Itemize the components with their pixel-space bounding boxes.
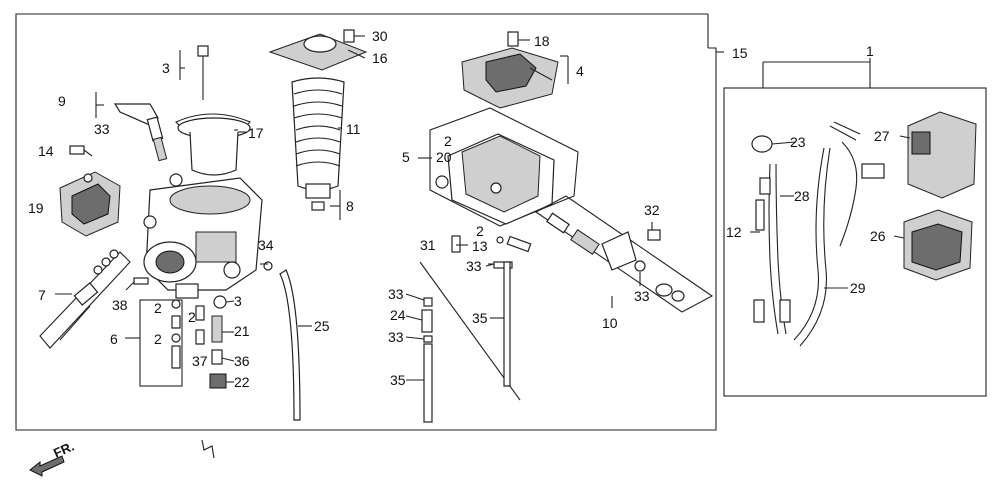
callout-10: 10 — [602, 315, 618, 331]
callout-2: 2 — [188, 309, 196, 325]
callout-2: 2 — [154, 331, 162, 347]
callout-27: 27 — [874, 128, 890, 144]
callout-28: 28 — [794, 188, 810, 204]
callout-5: 5 — [402, 149, 410, 165]
callout-7: 7 — [38, 287, 46, 303]
callout-20: 20 — [436, 149, 452, 165]
callout-26: 26 — [870, 228, 886, 244]
callout-17: 17 — [248, 125, 264, 141]
callout-13: 13 — [472, 238, 488, 254]
callout-33: 33 — [466, 258, 482, 274]
callout-34: 34 — [258, 237, 274, 253]
callout-21: 21 — [234, 323, 250, 339]
callout-14: 14 — [38, 143, 54, 159]
callout-33: 33 — [388, 286, 404, 302]
top-cap-and-vacuum-piston — [268, 29, 368, 220]
callout-29: 29 — [850, 280, 866, 296]
callout-30: 30 — [372, 28, 388, 44]
callout-3: 3 — [234, 293, 242, 309]
callout-4: 4 — [576, 63, 584, 79]
callout-35: 35 — [390, 372, 406, 388]
callout-15: 15 — [732, 45, 748, 61]
callout-32: 32 — [644, 202, 660, 218]
callout-37: 37 — [192, 353, 208, 369]
jet-needle-and-diaphragm — [175, 45, 251, 176]
callout-38: 38 — [112, 297, 128, 313]
diaphragm-cover — [59, 171, 121, 237]
callout-6: 6 — [110, 331, 118, 347]
callout-33: 33 — [94, 121, 110, 137]
accelerator-pump-cover — [461, 31, 569, 109]
callout-16: 16 — [372, 50, 388, 66]
carburetor-body — [143, 177, 263, 299]
callout-18: 18 — [534, 33, 550, 49]
callout-33: 33 — [388, 329, 404, 345]
drain-screw-set — [451, 235, 532, 269]
float-jets — [195, 295, 227, 389]
leader-lines — [221, 35, 911, 383]
callout-2: 2 — [154, 300, 162, 316]
jet-set-column — [125, 299, 183, 387]
callout-3: 3 — [162, 60, 170, 76]
callout-19: 19 — [28, 200, 44, 216]
accelerator-pump-rod — [534, 195, 714, 313]
choke-lever-assembly — [95, 92, 183, 187]
main-assembly-frame — [15, 13, 717, 431]
callout-11: 11 — [346, 121, 361, 137]
callout-33: 33 — [634, 288, 650, 304]
callout-2: 2 — [476, 223, 484, 239]
front-direction-arrow-icon — [29, 455, 65, 477]
callout-1: 1 — [866, 43, 874, 59]
fuel-tubes — [419, 261, 521, 423]
callout-25: 25 — [314, 318, 330, 334]
callout-12: 12 — [726, 224, 742, 240]
float-chamber — [418, 107, 579, 227]
float-pin — [125, 277, 149, 291]
callout-9: 9 — [58, 93, 66, 109]
pilot-screw — [69, 145, 93, 157]
callout-31: 31 — [420, 237, 436, 253]
harness-kit-frame — [723, 58, 987, 397]
throttle-stop-screw-set — [39, 249, 131, 349]
callout-35: 35 — [472, 310, 488, 326]
callout-2: 2 — [444, 133, 452, 149]
vent-tube — [263, 261, 301, 421]
callout-23: 23 — [790, 134, 806, 150]
callout-36: 36 — [234, 353, 250, 369]
callout-24: 24 — [390, 307, 406, 323]
callout-labels: 1 2 2 2 2 2 3 3 4 5 6 7 8 9 10 11 12 13 … — [28, 28, 890, 390]
callout-8: 8 — [346, 198, 354, 214]
front-direction-label: FR. — [51, 439, 76, 461]
wiring-harness-kit — [751, 111, 977, 347]
callout-22: 22 — [234, 374, 250, 390]
orientation-mark — [201, 439, 215, 459]
